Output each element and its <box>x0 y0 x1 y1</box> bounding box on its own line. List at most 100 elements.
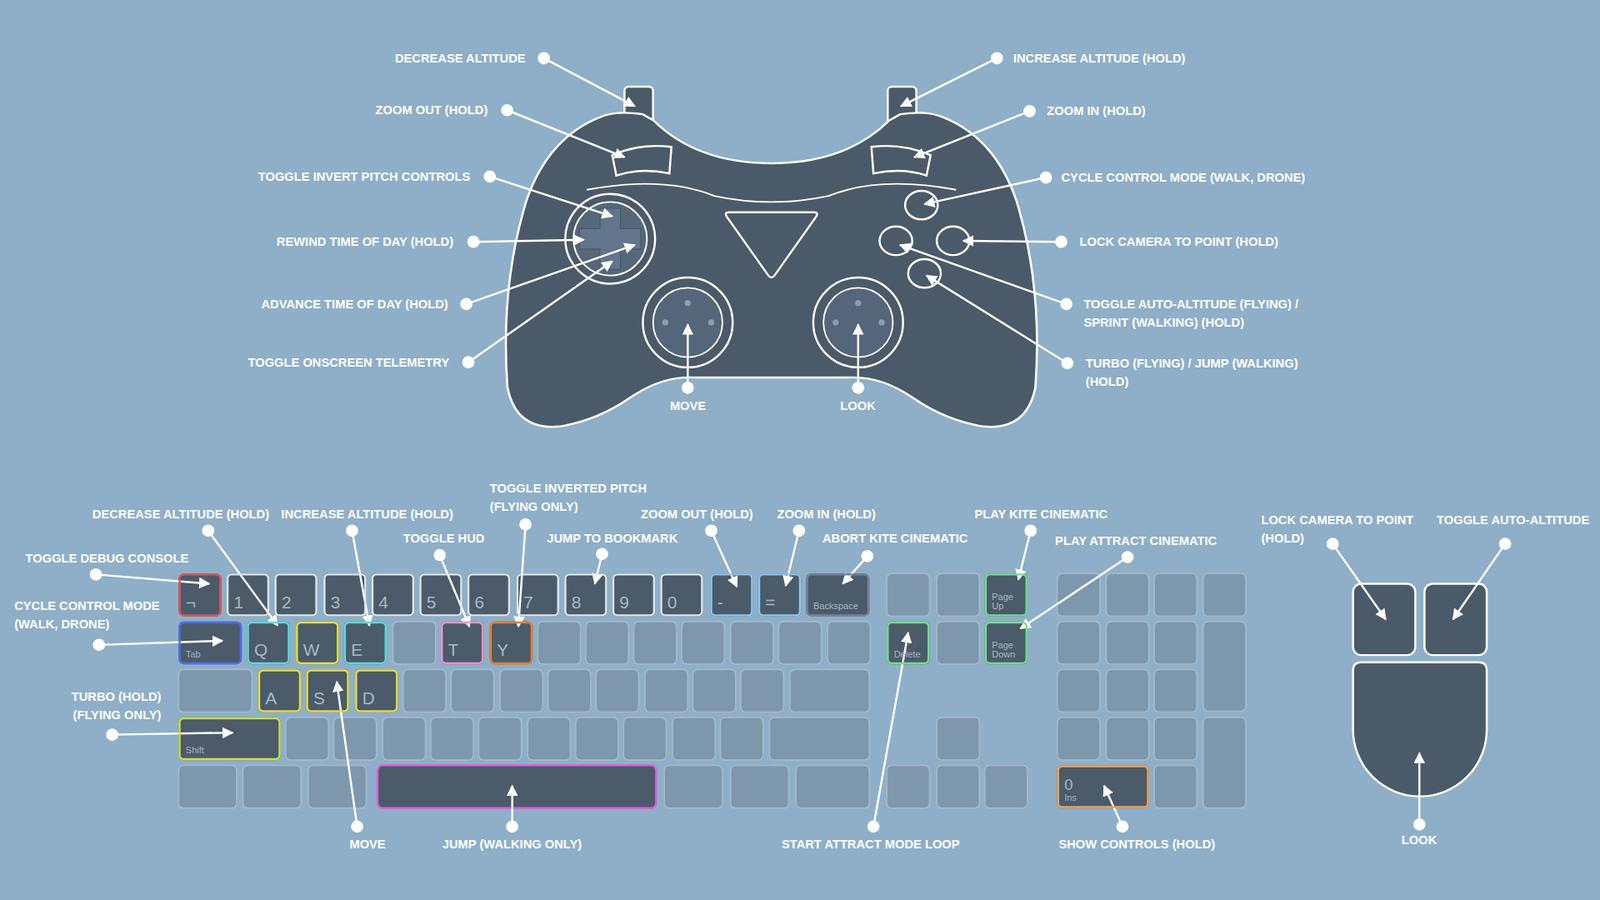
keyboard-key: 4 <box>371 573 415 616</box>
keyboard-key: Delete <box>886 621 930 665</box>
callout-label: JUMP TO BOOKMARK <box>546 530 678 549</box>
leader-dot <box>1413 818 1426 831</box>
callout-label: DECREASE ALTITUDE (HOLD) <box>92 505 270 524</box>
leader-line <box>926 275 1068 364</box>
keyboard-key: 8 <box>564 573 607 616</box>
callout-label: TOGGLE DEBUG CONSOLE <box>25 549 190 568</box>
key-cap <box>758 573 801 616</box>
key-cap <box>1057 765 1150 808</box>
key-legend: 1 <box>233 594 244 612</box>
blank-key <box>672 717 715 760</box>
keyboard-key: 0 <box>660 573 703 616</box>
blank-key <box>595 669 639 712</box>
callout-label: TOGGLE HUD <box>403 530 485 549</box>
callout-label: CYCLE CONTROL MODE (WALK, DRONE) <box>14 596 174 634</box>
blank-key <box>242 765 301 808</box>
callout-label: ZOOM OUT (HOLD) <box>375 100 489 120</box>
key-cap <box>274 573 317 616</box>
blank-key <box>1105 573 1149 616</box>
key-legend: 4 <box>378 594 389 612</box>
blank-key <box>527 717 570 760</box>
key-cap <box>710 573 753 616</box>
blank-key <box>795 765 870 808</box>
mouse-button <box>1353 583 1416 655</box>
callout-label: MOVE <box>349 835 385 854</box>
leader-dot <box>350 820 364 833</box>
stick-dot <box>685 300 691 306</box>
key-cap <box>660 573 703 616</box>
leader-dot <box>851 381 865 395</box>
leader-dot <box>1024 524 1037 537</box>
leader-dot <box>1023 105 1036 118</box>
keyboard-key: Page Down <box>985 621 1028 665</box>
leader-line <box>1018 530 1031 580</box>
keyboard-key: Backspace <box>805 573 870 616</box>
leader-line <box>351 530 370 626</box>
face-button <box>880 226 913 255</box>
blank-key <box>178 669 252 712</box>
blank-key <box>1105 669 1149 712</box>
stick-dot <box>878 319 885 325</box>
keyboard-key: E <box>344 621 387 665</box>
gamepad-body <box>505 112 1037 427</box>
leader-line <box>873 632 909 827</box>
leader-lines <box>90 51 1512 833</box>
mouse-button <box>1424 583 1487 655</box>
keyboard-key: 2 <box>274 573 317 616</box>
leader-dot <box>1060 357 1074 370</box>
leader-line <box>112 732 233 735</box>
key-legend: 3 <box>330 594 341 612</box>
leader-dot <box>105 728 119 741</box>
dpad-ring <box>565 194 655 285</box>
callout-label: LOCK CAMERA TO POINT (HOLD) <box>1080 232 1279 251</box>
keyboard-key: 0Ins <box>1057 765 1150 808</box>
key-cap <box>371 573 415 616</box>
leader-line <box>1453 544 1505 620</box>
keyboard-key: 5 <box>419 573 462 616</box>
key-legend: 2 <box>281 594 292 612</box>
callout-label: ADVANCE TIME OF DAY (HOLD) <box>260 295 448 314</box>
callout-label: PLAY ATTRACT CINEMATIC <box>1055 531 1217 550</box>
blank-key <box>720 717 763 760</box>
callout-label: ZOOM IN (HOLD) <box>1046 101 1145 120</box>
blank-key <box>1203 621 1246 712</box>
key-cap <box>516 573 560 616</box>
blank-key <box>500 669 543 712</box>
leader-dot <box>1040 171 1053 185</box>
leader-dot <box>681 381 695 395</box>
blank-key <box>623 717 666 760</box>
callout-label: LOOK <box>840 396 875 415</box>
key-cap <box>305 669 349 712</box>
key-legend: W <box>303 641 320 660</box>
callout-label: LOOK <box>1401 830 1437 850</box>
leader-dot <box>505 820 519 833</box>
leader-line <box>466 245 635 305</box>
blank-key <box>1203 573 1246 616</box>
keyboard-key: A <box>258 669 301 712</box>
callout-label: INCREASE ALTITUDE (HOLD) <box>1013 49 1186 68</box>
key-cap <box>612 573 655 616</box>
keyboard-key: S <box>305 669 349 712</box>
blank-key <box>308 765 367 808</box>
blank-key <box>886 765 930 808</box>
blank-key <box>1154 765 1197 808</box>
callout-label: TOGGLE INVERTED PITCH (FLYING ONLY) <box>490 480 660 517</box>
space-bar <box>377 765 656 808</box>
leader-dot <box>519 518 532 531</box>
leader-dot <box>460 298 473 311</box>
keyboard-key: Tab <box>178 621 242 665</box>
key-legend: ¬ <box>185 594 196 612</box>
callout-label: LOCK CAMERA TO POINT (HOLD) <box>1260 510 1422 548</box>
callout-label: SHOW CONTROLS (HOLD) <box>1058 835 1215 854</box>
key-legend: Page Up <box>991 592 1014 611</box>
key-legend: Ins <box>1064 794 1077 804</box>
blank-key <box>936 717 980 760</box>
gamepad <box>505 86 1037 427</box>
callout-label: TOGGLE AUTO-ALTITUDE (FLYING) / SPRINT (… <box>1083 295 1320 332</box>
blank-key <box>692 669 735 712</box>
keyboard-key: Q <box>246 621 290 665</box>
leader-line <box>1020 557 1128 630</box>
leader-line <box>963 240 1062 242</box>
key-cap <box>226 573 270 616</box>
